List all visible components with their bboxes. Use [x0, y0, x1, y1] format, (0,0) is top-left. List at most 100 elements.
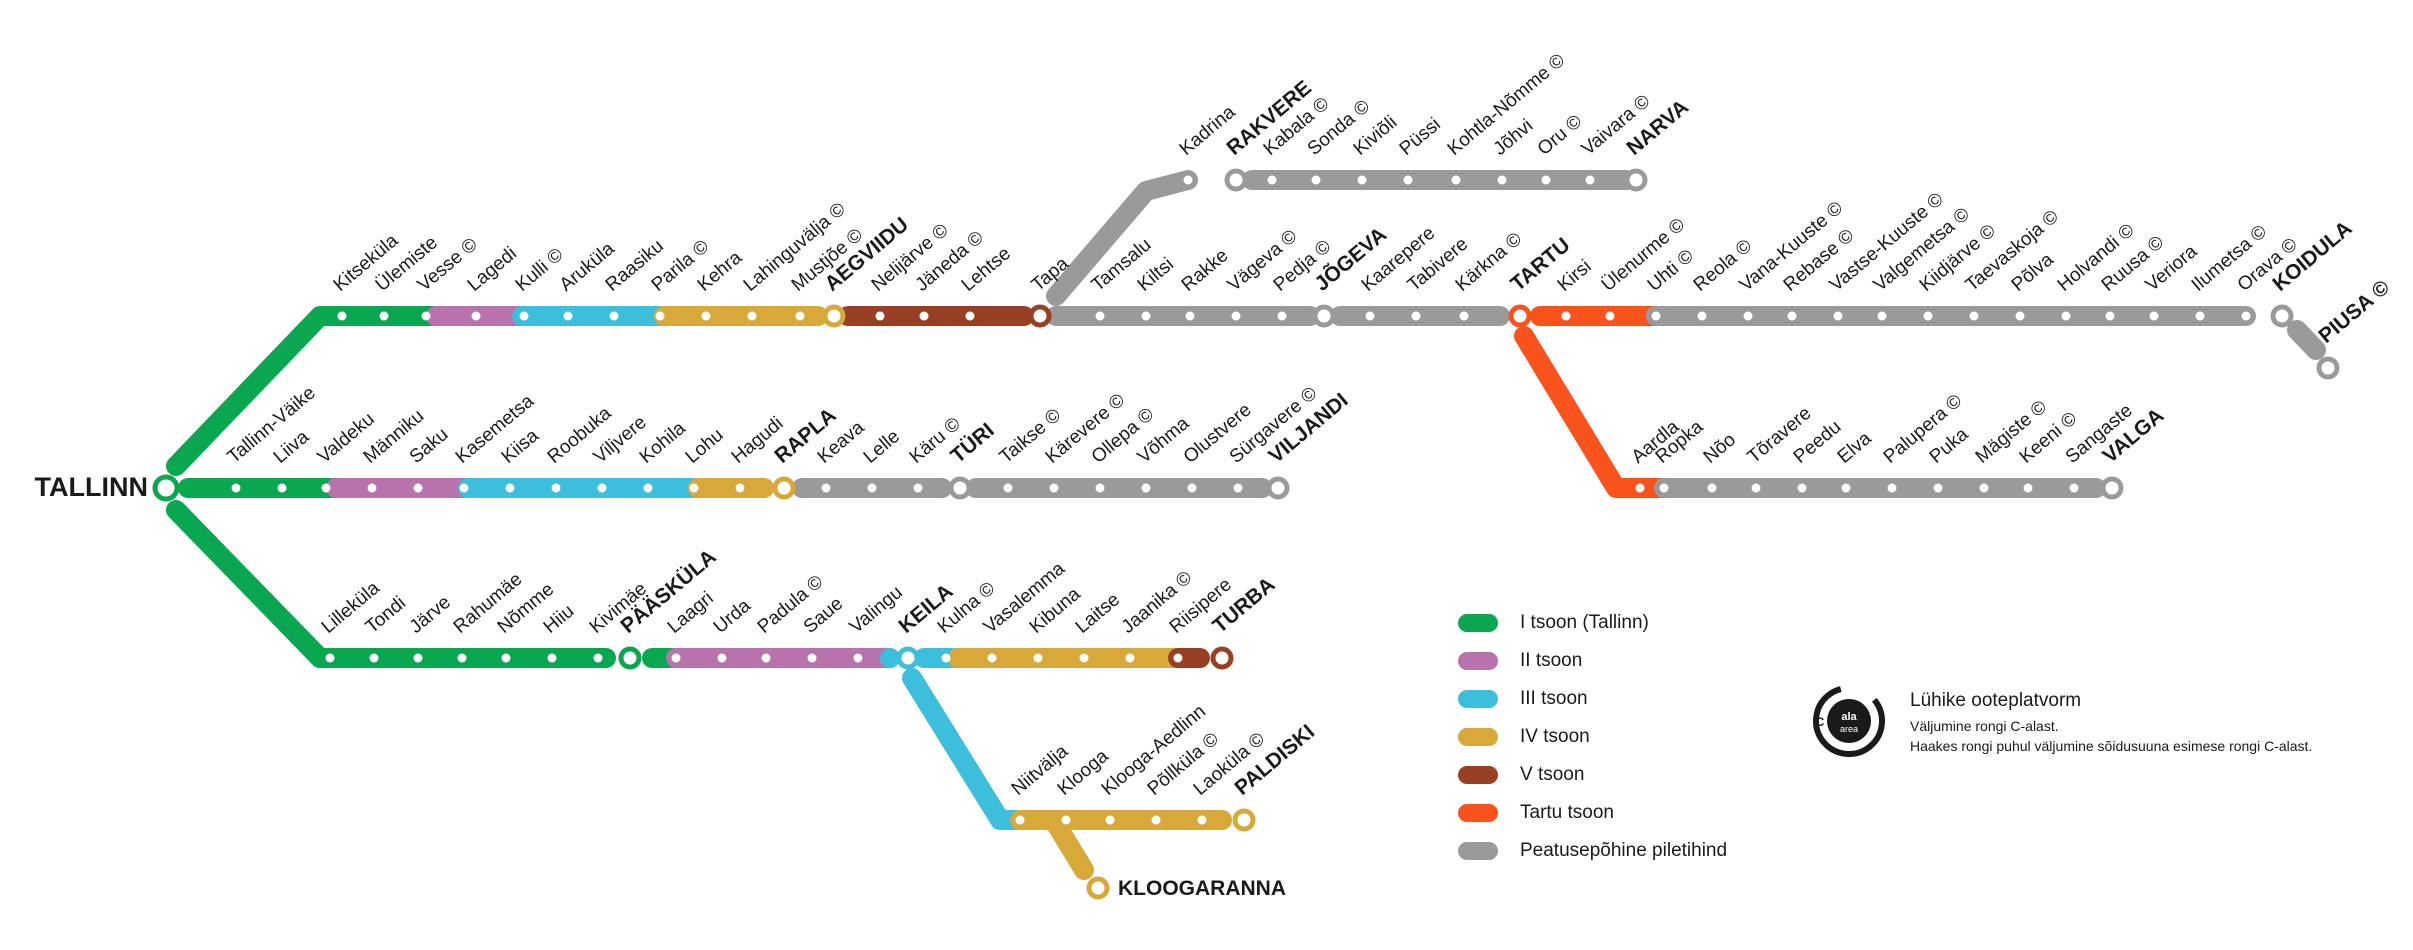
station-dot-laagri[interactable]	[671, 653, 681, 663]
station-dot-vesse[interactable]	[421, 311, 431, 321]
station-dot-ruusa[interactable]	[2105, 311, 2115, 321]
station-dot-jäneda[interactable]	[919, 311, 929, 321]
station-dot-reola[interactable]	[1697, 311, 1707, 321]
station-dot-roobuka[interactable]	[551, 483, 561, 493]
station-dot-peedu[interactable]	[1797, 483, 1807, 493]
station-dot-saue[interactable]	[807, 653, 817, 663]
station-dot-püssi[interactable]	[1403, 175, 1413, 185]
station-dot-kärevere[interactable]	[1049, 483, 1059, 493]
station-dot-laitse[interactable]	[1079, 653, 1089, 663]
station-dot-vana-kuuste[interactable]	[1743, 311, 1753, 321]
station-dot-holvandi[interactable]	[2061, 311, 2071, 321]
station-dot-valingu[interactable]	[853, 653, 863, 663]
station-dot-kohtla-nõmme[interactable]	[1451, 175, 1461, 185]
station-dot-kasemetsa[interactable]	[459, 483, 469, 493]
station-dot-liiva[interactable]	[277, 483, 287, 493]
station-dot-klooga-aedlinn[interactable]	[1105, 815, 1115, 825]
station-dot-saku[interactable]	[413, 483, 423, 493]
station-dot-koidula[interactable]	[2270, 304, 2294, 328]
station-dot-sangaste[interactable]	[2069, 483, 2079, 493]
station-dot-sürgavere[interactable]	[1233, 483, 1243, 493]
station-dot-pedja[interactable]	[1277, 311, 1287, 321]
station-dot-hagudi[interactable]	[735, 483, 745, 493]
station-dot-võhma[interactable]	[1141, 483, 1151, 493]
station-dot-viljandi[interactable]	[1266, 476, 1290, 500]
station-dot-kaarepere[interactable]	[1365, 311, 1375, 321]
station-dot-tamsalu[interactable]	[1095, 311, 1105, 321]
station-dot-põlva[interactable]	[2015, 311, 2025, 321]
station-dot-riisipere[interactable]	[1173, 653, 1183, 663]
station-dot-valdeku[interactable]	[321, 483, 331, 493]
station-dot-kohila[interactable]	[643, 483, 653, 493]
station-dot-kibuna[interactable]	[1033, 653, 1043, 663]
station-dot-jaanika[interactable]	[1125, 653, 1135, 663]
station-dot-kadrina[interactable]	[1183, 175, 1193, 185]
station-dot-türi[interactable]	[948, 476, 972, 500]
station-dot-kehra[interactable]	[701, 311, 711, 321]
station-dot-kloogaranna[interactable]	[1086, 876, 1110, 900]
station-dot-klooga[interactable]	[1061, 815, 1071, 825]
station-dot-kiviõli[interactable]	[1357, 175, 1367, 185]
station-dot-paldiski[interactable]	[1232, 808, 1256, 832]
station-dot-elva[interactable]	[1841, 483, 1851, 493]
station-dot-valga[interactable]	[2100, 476, 2124, 500]
station-dot-rakke[interactable]	[1185, 311, 1195, 321]
station-dot-kivimäe[interactable]	[593, 653, 603, 663]
station-dot-uhti[interactable]	[1651, 311, 1661, 321]
station-dot-palupera[interactable]	[1887, 483, 1897, 493]
station-dot-nelijärve[interactable]	[875, 311, 885, 321]
station-dot-tallinn-väike[interactable]	[231, 483, 241, 493]
station-dot-vastse-kuuste[interactable]	[1833, 311, 1843, 321]
station-dot-põllküla[interactable]	[1151, 815, 1161, 825]
station-dot-kiltsi[interactable]	[1141, 311, 1151, 321]
station-dot-sonda[interactable]	[1311, 175, 1321, 185]
station-dot-pääsküla[interactable]	[618, 646, 642, 670]
station-dot-ilumetsa[interactable]	[2195, 311, 2205, 321]
station-dot-padula[interactable]	[761, 653, 771, 663]
station-dot-keeni[interactable]	[2023, 483, 2033, 493]
station-dot-ollepa[interactable]	[1095, 483, 1105, 493]
station-dot-hiiu[interactable]	[547, 653, 557, 663]
station-dot-jõhvi[interactable]	[1497, 175, 1507, 185]
station-dot-jõgeva[interactable]	[1312, 304, 1336, 328]
station-dot-raasiku[interactable]	[609, 311, 619, 321]
station-dot-ülemiste[interactable]	[379, 311, 389, 321]
tallinn-hub-marker[interactable]	[152, 474, 180, 502]
station-dot-rakvere[interactable]	[1224, 168, 1248, 192]
station-dot-nõo[interactable]	[1707, 483, 1717, 493]
station-dot-lilleküla[interactable]	[325, 653, 335, 663]
station-dot-orava[interactable]	[2241, 311, 2251, 321]
station-dot-kitseküla[interactable]	[337, 311, 347, 321]
station-dot-ülenurme[interactable]	[1605, 311, 1615, 321]
station-dot-tartu[interactable]	[1508, 304, 1532, 328]
station-dot-niitvälja[interactable]	[1015, 815, 1025, 825]
station-dot-valgemetsa[interactable]	[1877, 311, 1887, 321]
station-dot-nõmme[interactable]	[501, 653, 511, 663]
station-dot-lelle[interactable]	[867, 483, 877, 493]
station-dot-tondi[interactable]	[369, 653, 379, 663]
station-dot-mägiste[interactable]	[1979, 483, 1989, 493]
station-dot-rahumäe[interactable]	[457, 653, 467, 663]
station-dot-aardla[interactable]	[1635, 483, 1645, 493]
station-dot-rapla[interactable]	[772, 476, 796, 500]
station-dot-tõravere[interactable]	[1751, 483, 1761, 493]
station-dot-kiidjärve[interactable]	[1923, 311, 1933, 321]
station-dot-kulna[interactable]	[941, 653, 951, 663]
station-dot-kärkna[interactable]	[1459, 311, 1469, 321]
station-dot-vägeva[interactable]	[1231, 311, 1241, 321]
station-dot-laoküla[interactable]	[1197, 815, 1207, 825]
station-dot-lohu[interactable]	[689, 483, 699, 493]
station-dot-taevaskoja[interactable]	[1969, 311, 1979, 321]
station-dot-narva[interactable]	[1624, 168, 1648, 192]
station-dot-aegviidu[interactable]	[822, 304, 846, 328]
station-dot-parila[interactable]	[655, 311, 665, 321]
station-dot-keava[interactable]	[821, 483, 831, 493]
station-dot-kirsi[interactable]	[1561, 311, 1571, 321]
station-dot-veriora[interactable]	[2149, 311, 2159, 321]
station-dot-oru[interactable]	[1541, 175, 1551, 185]
station-dot-tapa[interactable]	[1028, 304, 1052, 328]
station-dot-kiisa[interactable]	[505, 483, 515, 493]
station-dot-ropka[interactable]	[1659, 483, 1669, 493]
station-dot-männiku[interactable]	[367, 483, 377, 493]
station-dot-mustjõe[interactable]	[795, 311, 805, 321]
